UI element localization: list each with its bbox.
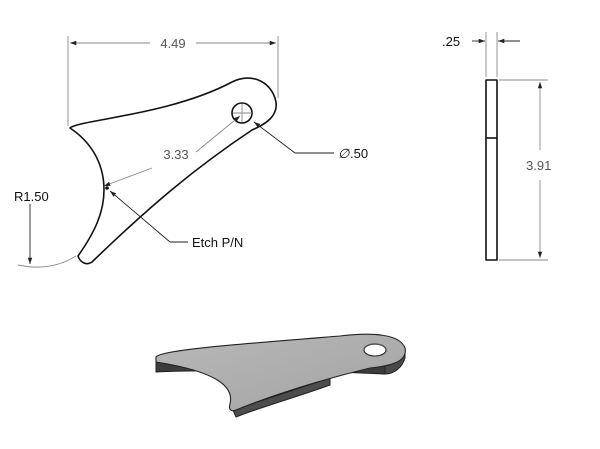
radius-label: R1.50 — [14, 189, 49, 204]
height-dimension: 3.91 — [499, 79, 551, 261]
width-dimension-label: 4.49 — [160, 36, 185, 51]
etch-point — [105, 186, 109, 190]
width-dimension: 4.49 — [67, 36, 279, 126]
hole-diameter-label: .50 — [350, 146, 368, 161]
radius-dimension: R1.50 — [14, 189, 77, 268]
hole-spacing-dimension: 3.33 — [103, 115, 241, 187]
diameter-symbol: ∅ — [338, 146, 350, 161]
hole-callout: ∅ .50 — [253, 121, 368, 161]
iso-curve-face — [232, 377, 331, 418]
height-label: 3.91 — [526, 158, 551, 173]
thickness-label: .25 — [442, 34, 460, 49]
isometric-view — [155, 333, 406, 418]
side-view: .25 3.91 — [442, 32, 551, 261]
side-profile — [485, 79, 498, 261]
bracket-outline — [69, 77, 277, 265]
front-view: 4.49 3.33 R1.50 ∅ .50 Etch P/N — [14, 36, 368, 268]
hole-spacing-label: 3.33 — [163, 147, 188, 162]
etch-callout: Etch P/N — [109, 190, 243, 250]
etch-label: Etch P/N — [192, 235, 243, 250]
thickness-dimension: .25 — [442, 32, 520, 77]
iso-top-face — [155, 333, 406, 412]
